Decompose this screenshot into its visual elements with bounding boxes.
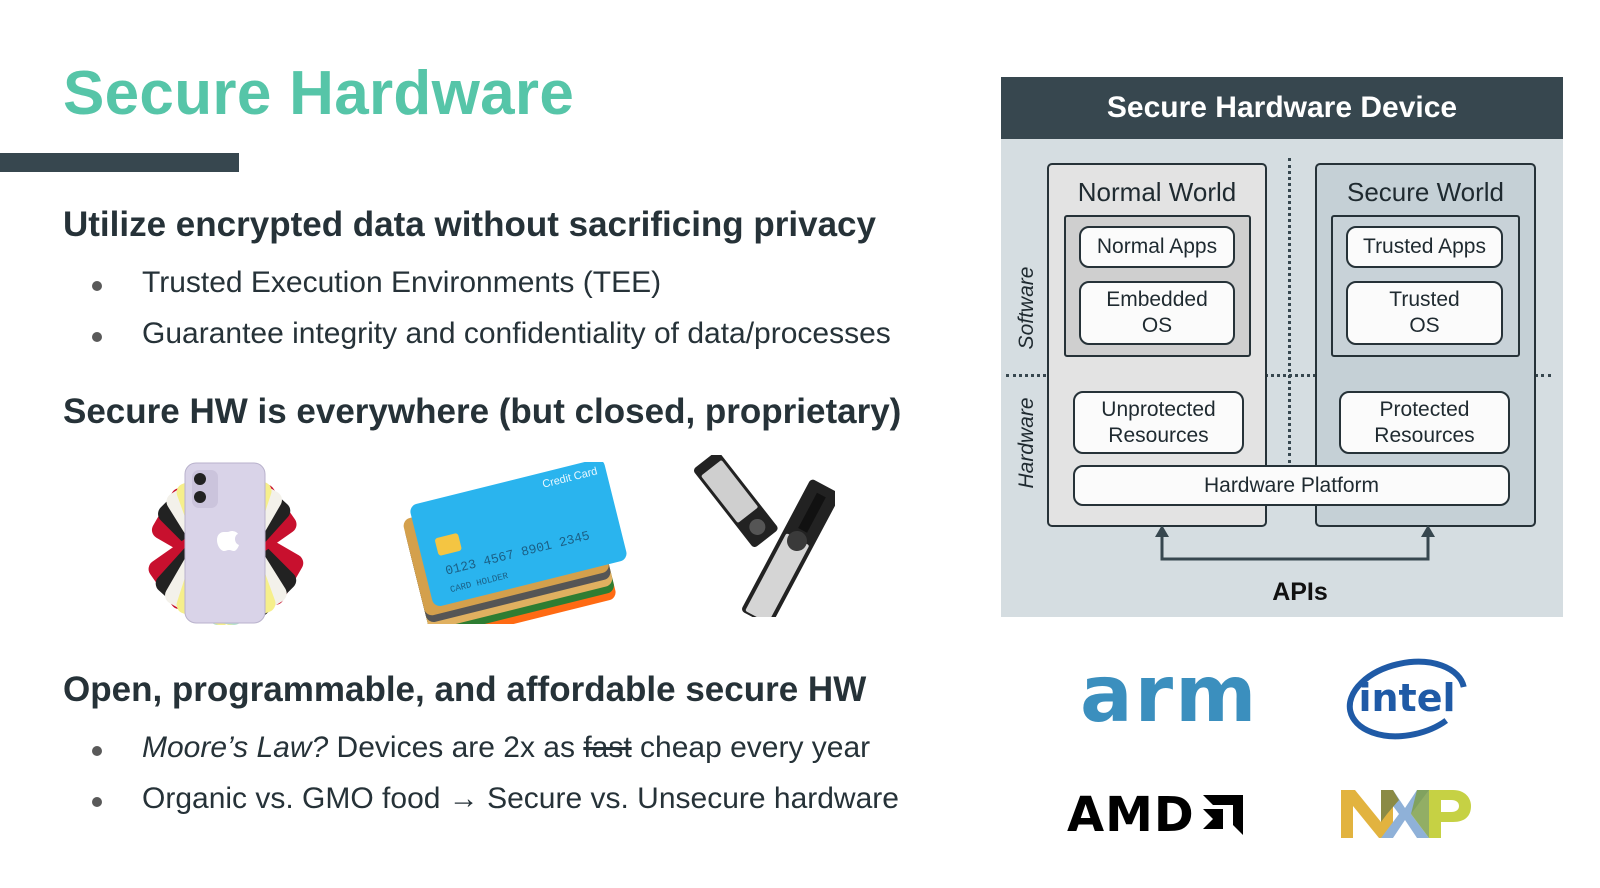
diagram-title: Secure Hardware Device	[1001, 77, 1563, 139]
layer-divider	[1006, 374, 1551, 377]
bullet-dot-icon	[92, 332, 102, 342]
bullet-organic-gmo: Organic vs. GMO food → Secure vs. Unsecu…	[142, 782, 899, 815]
section-heading-3: Open, programmable, and affordable secur…	[63, 670, 867, 709]
bullet-moores-law: Moore’s Law? Devices are 2x as fast chea…	[142, 731, 870, 765]
os-line-2: OS	[1409, 314, 1440, 337]
bullet-dot-icon	[92, 797, 102, 807]
bullet-dot-icon	[92, 281, 102, 291]
intel-logo: intel	[1346, 658, 1468, 740]
normal-world-title: Normal World	[1077, 177, 1237, 207]
apis-label: APIs	[1272, 578, 1328, 606]
ledger-wallets-image	[694, 455, 835, 617]
trusted-apps-box: Trusted Apps	[1346, 226, 1503, 268]
arrow-up-icon	[1155, 525, 1169, 537]
amd-wordmark: AMD	[1067, 787, 1195, 843]
nxp-overlap	[1411, 790, 1429, 838]
resources-line-1: Unprotected	[1101, 397, 1216, 421]
title-accent-bar	[0, 153, 239, 172]
nxp-p	[1429, 790, 1471, 838]
software-layer-label: Software	[1015, 266, 1038, 350]
bullet-integrity: Guarantee integrity and confidentiality …	[142, 317, 891, 350]
resources-line-1: Protected	[1379, 397, 1470, 421]
hardware-platform-label: Hardware Platform	[1203, 473, 1380, 497]
os-line-1: Embedded	[1106, 288, 1208, 311]
hardware-platform-box: Hardware Platform	[1073, 465, 1510, 506]
os-line-1: Trusted	[1389, 288, 1460, 311]
section-heading-2: Secure HW is everywhere (but closed, pro…	[63, 392, 902, 431]
trusted-apps-label: Trusted Apps	[1363, 235, 1486, 258]
normal-apps-box: Normal Apps	[1079, 226, 1235, 268]
amd-logo: AMD	[1067, 787, 1247, 843]
world-divider	[1288, 158, 1291, 463]
resources-line-2: Resources	[1108, 423, 1209, 447]
api-connector-line	[1160, 533, 1430, 561]
bullet-tee: Trusted Execution Environments (TEE)	[142, 266, 662, 299]
normal-apps-label: Normal Apps	[1096, 235, 1218, 258]
bullet-text-part: Devices are 2x as	[328, 731, 584, 764]
arrow-up-icon	[1421, 525, 1435, 537]
moores-law-italic: Moore’s Law?	[142, 731, 329, 764]
nxp-n	[1341, 790, 1393, 838]
secure-world-title: Secure World	[1346, 177, 1505, 207]
hardware-layer-label: Hardware	[1015, 397, 1038, 489]
arm-logo: arm	[1080, 650, 1259, 740]
bullet-dot-icon	[92, 746, 102, 756]
slide-title: Secure Hardware	[63, 59, 575, 128]
os-line-2: OS	[1141, 314, 1173, 337]
amd-arrow-icon	[1202, 795, 1243, 835]
iphone-colors-image	[148, 462, 304, 625]
section-heading-1: Utilize encrypted data without sacrifici…	[63, 205, 876, 244]
api-arrows	[1155, 525, 1435, 561]
nxp-logo	[1341, 790, 1471, 838]
struck-word: fast	[583, 731, 632, 764]
credit-cards-image: Credit Card 0123 4567 8901 2345 CARD HOL…	[403, 462, 627, 624]
bullet-text-part: cheap every year	[631, 731, 871, 764]
intel-wordmark: intel	[1358, 676, 1455, 720]
nxp-overlap	[1381, 790, 1399, 822]
resources-line-2: Resources	[1374, 423, 1475, 447]
